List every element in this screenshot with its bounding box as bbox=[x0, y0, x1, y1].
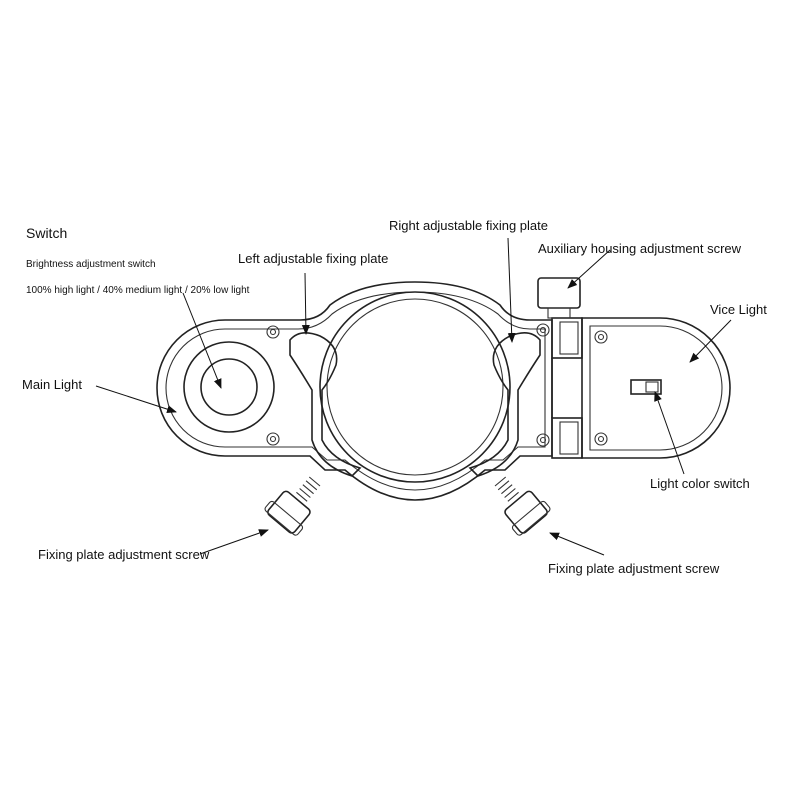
leader-fixing-screw-left bbox=[199, 529, 269, 555]
brightness-levels-label: 100% high light / 40% medium light / 20%… bbox=[26, 285, 250, 296]
leader-fixing-screw-right bbox=[549, 532, 605, 556]
main-light-outer-ring bbox=[183, 341, 275, 433]
main-light-label: Main Light bbox=[22, 377, 82, 392]
aux-screw-label: Auxiliary housing adjustment screw bbox=[538, 241, 742, 256]
fixing-plate-adjustment-screw-right bbox=[494, 476, 551, 536]
fixing-screw-left-label: Fixing plate adjustment screw bbox=[38, 547, 210, 562]
screw-hole bbox=[266, 325, 280, 339]
main-housing-inner-outline bbox=[165, 291, 546, 491]
leader-vice-light bbox=[689, 319, 732, 363]
leader-light-color-switch bbox=[654, 391, 685, 475]
main-housing bbox=[156, 281, 553, 501]
screw-hole bbox=[266, 432, 280, 446]
vice-housing-outline bbox=[581, 317, 731, 459]
right-plate-label: Right adjustable fixing plate bbox=[389, 218, 548, 233]
left-adjustable-fixing-plate bbox=[289, 332, 362, 477]
leader-brightness-switch bbox=[182, 292, 222, 389]
light-color-switch-knob bbox=[645, 381, 659, 393]
hinge bbox=[551, 317, 583, 459]
clamp-ring-inner bbox=[326, 298, 504, 476]
fixing-screw-right-label: Fixing plate adjustment screw bbox=[548, 561, 720, 576]
light-color-switch-label: Light color switch bbox=[650, 476, 750, 491]
main-housing-outline bbox=[156, 281, 553, 501]
vice-light-housing bbox=[581, 317, 731, 459]
light-color-switch bbox=[630, 379, 662, 395]
clamp-ring-outer bbox=[319, 291, 511, 483]
screw-hole bbox=[536, 323, 550, 337]
fixing-plate-adjustment-screw-left bbox=[264, 476, 321, 536]
screw-hole bbox=[594, 330, 608, 344]
left-plate-label: Left adjustable fixing plate bbox=[238, 251, 388, 266]
leader-left-plate bbox=[301, 272, 310, 335]
auxiliary-housing-adjustment-screw bbox=[537, 277, 581, 319]
vice-light-label: Vice Light bbox=[710, 302, 767, 317]
leader-main-light bbox=[95, 385, 177, 414]
screw-hole bbox=[594, 432, 608, 446]
screw-hole bbox=[536, 433, 550, 447]
leader-right-plate bbox=[507, 237, 516, 343]
vice-housing-inner-outline bbox=[589, 325, 723, 451]
switch-title: Switch bbox=[26, 225, 67, 241]
leader-aux-screw bbox=[567, 249, 611, 289]
brightness-switch-label: Brightness adjustment switch bbox=[26, 259, 156, 270]
main-light-lens bbox=[200, 358, 258, 416]
